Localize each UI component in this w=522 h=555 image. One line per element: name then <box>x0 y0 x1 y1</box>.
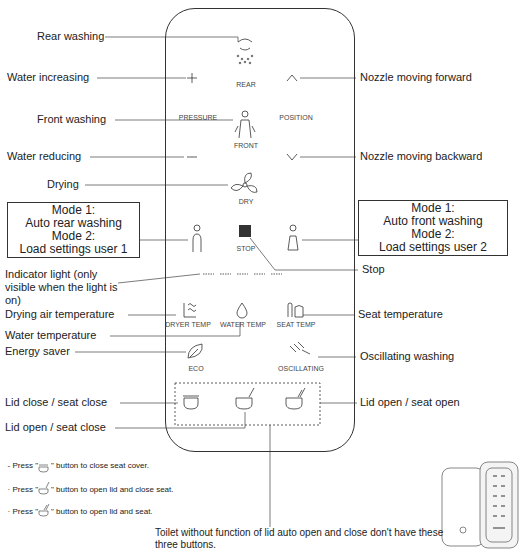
note-text: " button to close seat cover. <box>51 461 251 471</box>
mode-text: Mode 2: <box>359 228 507 241</box>
callout-label: Indicator light (only visible when the l… <box>5 268 120 307</box>
remote-illustration <box>442 462 518 548</box>
callout-label: Lid open / seat close <box>5 421 135 434</box>
callout-label: Drying <box>47 178 127 191</box>
note-icons <box>39 465 49 516</box>
lid-buttons <box>175 383 320 425</box>
callout-label: Nozzle moving backward <box>360 150 520 163</box>
note-text: " button to open lid and seat. <box>51 507 251 517</box>
remote-body: REAR PRESSURE POSITION FRONT DRY STOP DRYER TE… <box>165 8 355 452</box>
button-label: SEAT TEMP <box>277 321 316 329</box>
callout-label: Front washing <box>37 113 157 126</box>
callout-label: Water increasing <box>7 71 127 84</box>
mode-text: Mode 2: <box>8 230 139 243</box>
callout-label: Rear washing <box>37 30 157 43</box>
callout-label: Water reducing <box>7 150 127 163</box>
callout-label: Oscillating washing <box>360 350 510 363</box>
note-text: - Press " <box>8 461 38 471</box>
button-label: ECO <box>188 365 203 373</box>
mode-text: Load settings user 2 <box>359 241 507 254</box>
callout-label: Lid close / seat close <box>5 396 135 409</box>
button-label: OSCILLATING <box>278 365 324 373</box>
button-label: DRY <box>239 198 254 206</box>
button-label: REAR <box>236 81 255 89</box>
button-label: PRESSURE <box>179 114 218 122</box>
mode-box: Mode 1:Auto rear washingMode 2:Load sett… <box>7 202 140 258</box>
note-text: · Press " <box>8 485 38 495</box>
callout-label: Seat temperature <box>358 308 508 321</box>
callout-label: Stop <box>362 263 422 276</box>
callout-label: Nozzle moving forward <box>360 71 520 84</box>
button-label: STOP <box>237 245 256 253</box>
button-label: DRYER TEMP <box>165 321 211 329</box>
mode-text: Load settings user 1 <box>8 243 139 256</box>
mode-text: Auto rear washing <box>8 217 139 230</box>
footnote: Toilet without function of lid auto open… <box>155 527 445 551</box>
callout-label: Energy saver <box>5 345 95 358</box>
callout-label: Lid open / seat open <box>360 396 510 409</box>
mode-text: Auto front washing <box>359 215 507 228</box>
button-label: POSITION <box>279 114 312 122</box>
button-label: FRONT <box>234 142 258 150</box>
button-icons <box>184 39 310 358</box>
note-text: " button to open lid and close seat. <box>51 485 251 495</box>
mode-text: Mode 1: <box>8 204 139 217</box>
callout-label: Drying air temperature <box>5 308 135 321</box>
note-text: · Press " <box>8 507 38 517</box>
mode-text: Mode 1: <box>359 202 507 215</box>
mode-box: Mode 1:Auto front washingMode 2:Load set… <box>358 200 508 256</box>
button-label: WATER TEMP <box>220 321 266 329</box>
callout-label: Water temperature <box>5 329 125 342</box>
